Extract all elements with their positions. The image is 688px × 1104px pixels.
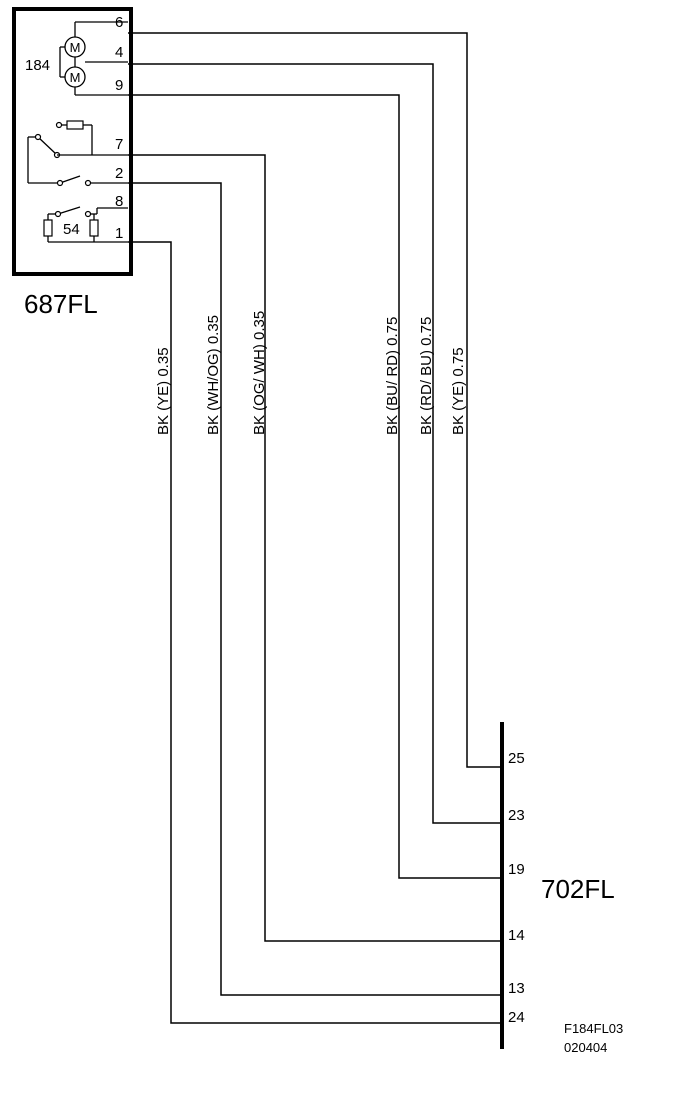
svg-text:M: M — [70, 70, 81, 85]
pin-13-label: 13 — [508, 980, 525, 997]
wire-label-white-orange-035: BK (WH/OG) 0.35 — [205, 315, 222, 435]
motor-id-label: 184 — [25, 57, 50, 74]
wire-4-23 — [128, 63, 500, 824]
resistor-id-label: 54 — [63, 221, 80, 238]
svg-text:M: M — [70, 40, 81, 55]
pin-19-label: 19 — [508, 861, 525, 878]
wire-6-25 — [128, 32, 500, 768]
wire-2-13 — [128, 182, 500, 996]
switch-icon — [27, 120, 128, 243]
pin-7-label: 7 — [115, 136, 123, 153]
wire-9-19 — [128, 94, 500, 879]
wire-label-orange-white-035: BK (OG/ WH) 0.35 — [251, 311, 268, 435]
pin-6-label: 6 — [115, 14, 123, 31]
wire-label-blue-red-075: BK (BU/ RD) 0.75 — [384, 317, 401, 435]
wire-label-red-blue-075: BK (RD/ BU) 0.75 — [418, 317, 435, 435]
diagram-code: F184FL03 — [564, 1021, 623, 1036]
connector-687fl-box — [12, 7, 133, 276]
connector-702fl-label: 702FL — [541, 874, 615, 904]
pin-25-label: 25 — [508, 750, 525, 767]
pin-9-label: 9 — [115, 77, 123, 94]
wire-7-14 — [128, 154, 500, 942]
pin-4-label: 4 — [115, 44, 123, 61]
pin-14-label: 14 — [508, 927, 525, 944]
connector-687fl-label: 687FL — [24, 289, 98, 319]
pin-2-label: 2 — [115, 165, 123, 182]
wire-label-yellow-035: BK (YE) 0.35 — [155, 347, 172, 435]
wire-label-yellow-075: BK (YE) 0.75 — [450, 347, 467, 435]
diagram-date: 020404 — [564, 1040, 607, 1055]
pin-1-label: 1 — [115, 225, 123, 242]
pin-23-label: 23 — [508, 807, 525, 824]
motor-icon: M M — [59, 21, 128, 96]
pin-24-label: 24 — [508, 1009, 525, 1026]
pin-8-label: 8 — [115, 193, 123, 210]
wire-1-24 — [128, 241, 500, 1024]
